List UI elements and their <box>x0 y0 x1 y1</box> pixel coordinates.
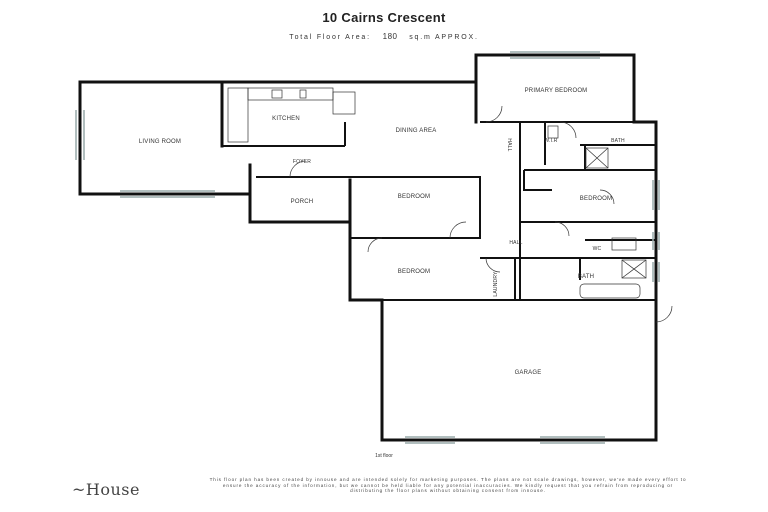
floor-area: Total Floor Area: 180 sq.m APPROX. <box>0 32 768 41</box>
floor-area-unit: sq.m APPROX. <box>409 34 479 41</box>
room-label-hall-top: HALL <box>506 138 512 151</box>
room-label-primary-bedroom: PRIMARY BEDROOM <box>525 88 588 94</box>
exterior-walls <box>78 53 658 442</box>
kitchen-fixtures <box>227 87 356 143</box>
room-label-wc: WC <box>593 246 602 252</box>
disclaimer-text: This floor plan has been created by inno… <box>209 477 687 494</box>
room-label-wir: W.I.R <box>544 138 557 144</box>
floor-area-label: Total Floor Area: <box>289 34 371 41</box>
room-label-foyer: FOYER <box>293 159 311 165</box>
room-label-laundry: LAUNDRY <box>493 271 499 297</box>
room-label-kitchen: KITCHEN <box>272 116 300 122</box>
room-label-garage: GARAGE <box>515 370 542 376</box>
room-label-living: LIVING ROOM <box>139 139 181 145</box>
room-label-hall-center: HALL <box>509 240 522 246</box>
interior-walls <box>222 121 656 301</box>
room-label-bedroom-mid: BEDROOM <box>398 194 430 200</box>
room-label-bath-lower: BATH <box>578 274 594 280</box>
room-label-dining: DINING AREA <box>396 128 437 134</box>
doors <box>289 105 673 323</box>
room-label-porch: PORCH <box>291 199 314 205</box>
room-label-bath-top: BATH <box>611 138 625 144</box>
floor-level-label: 1st floor <box>375 453 393 459</box>
room-label-bedroom-right: BEDROOM <box>580 196 612 202</box>
floor-area-value: 180 <box>382 32 398 41</box>
bath-fixtures <box>547 125 647 299</box>
brand-logo: ~House <box>72 480 140 499</box>
room-label-bedroom-lower: BEDROOM <box>398 269 430 275</box>
windows <box>75 51 660 444</box>
property-address: 10 Cairns Crescent <box>322 10 446 25</box>
